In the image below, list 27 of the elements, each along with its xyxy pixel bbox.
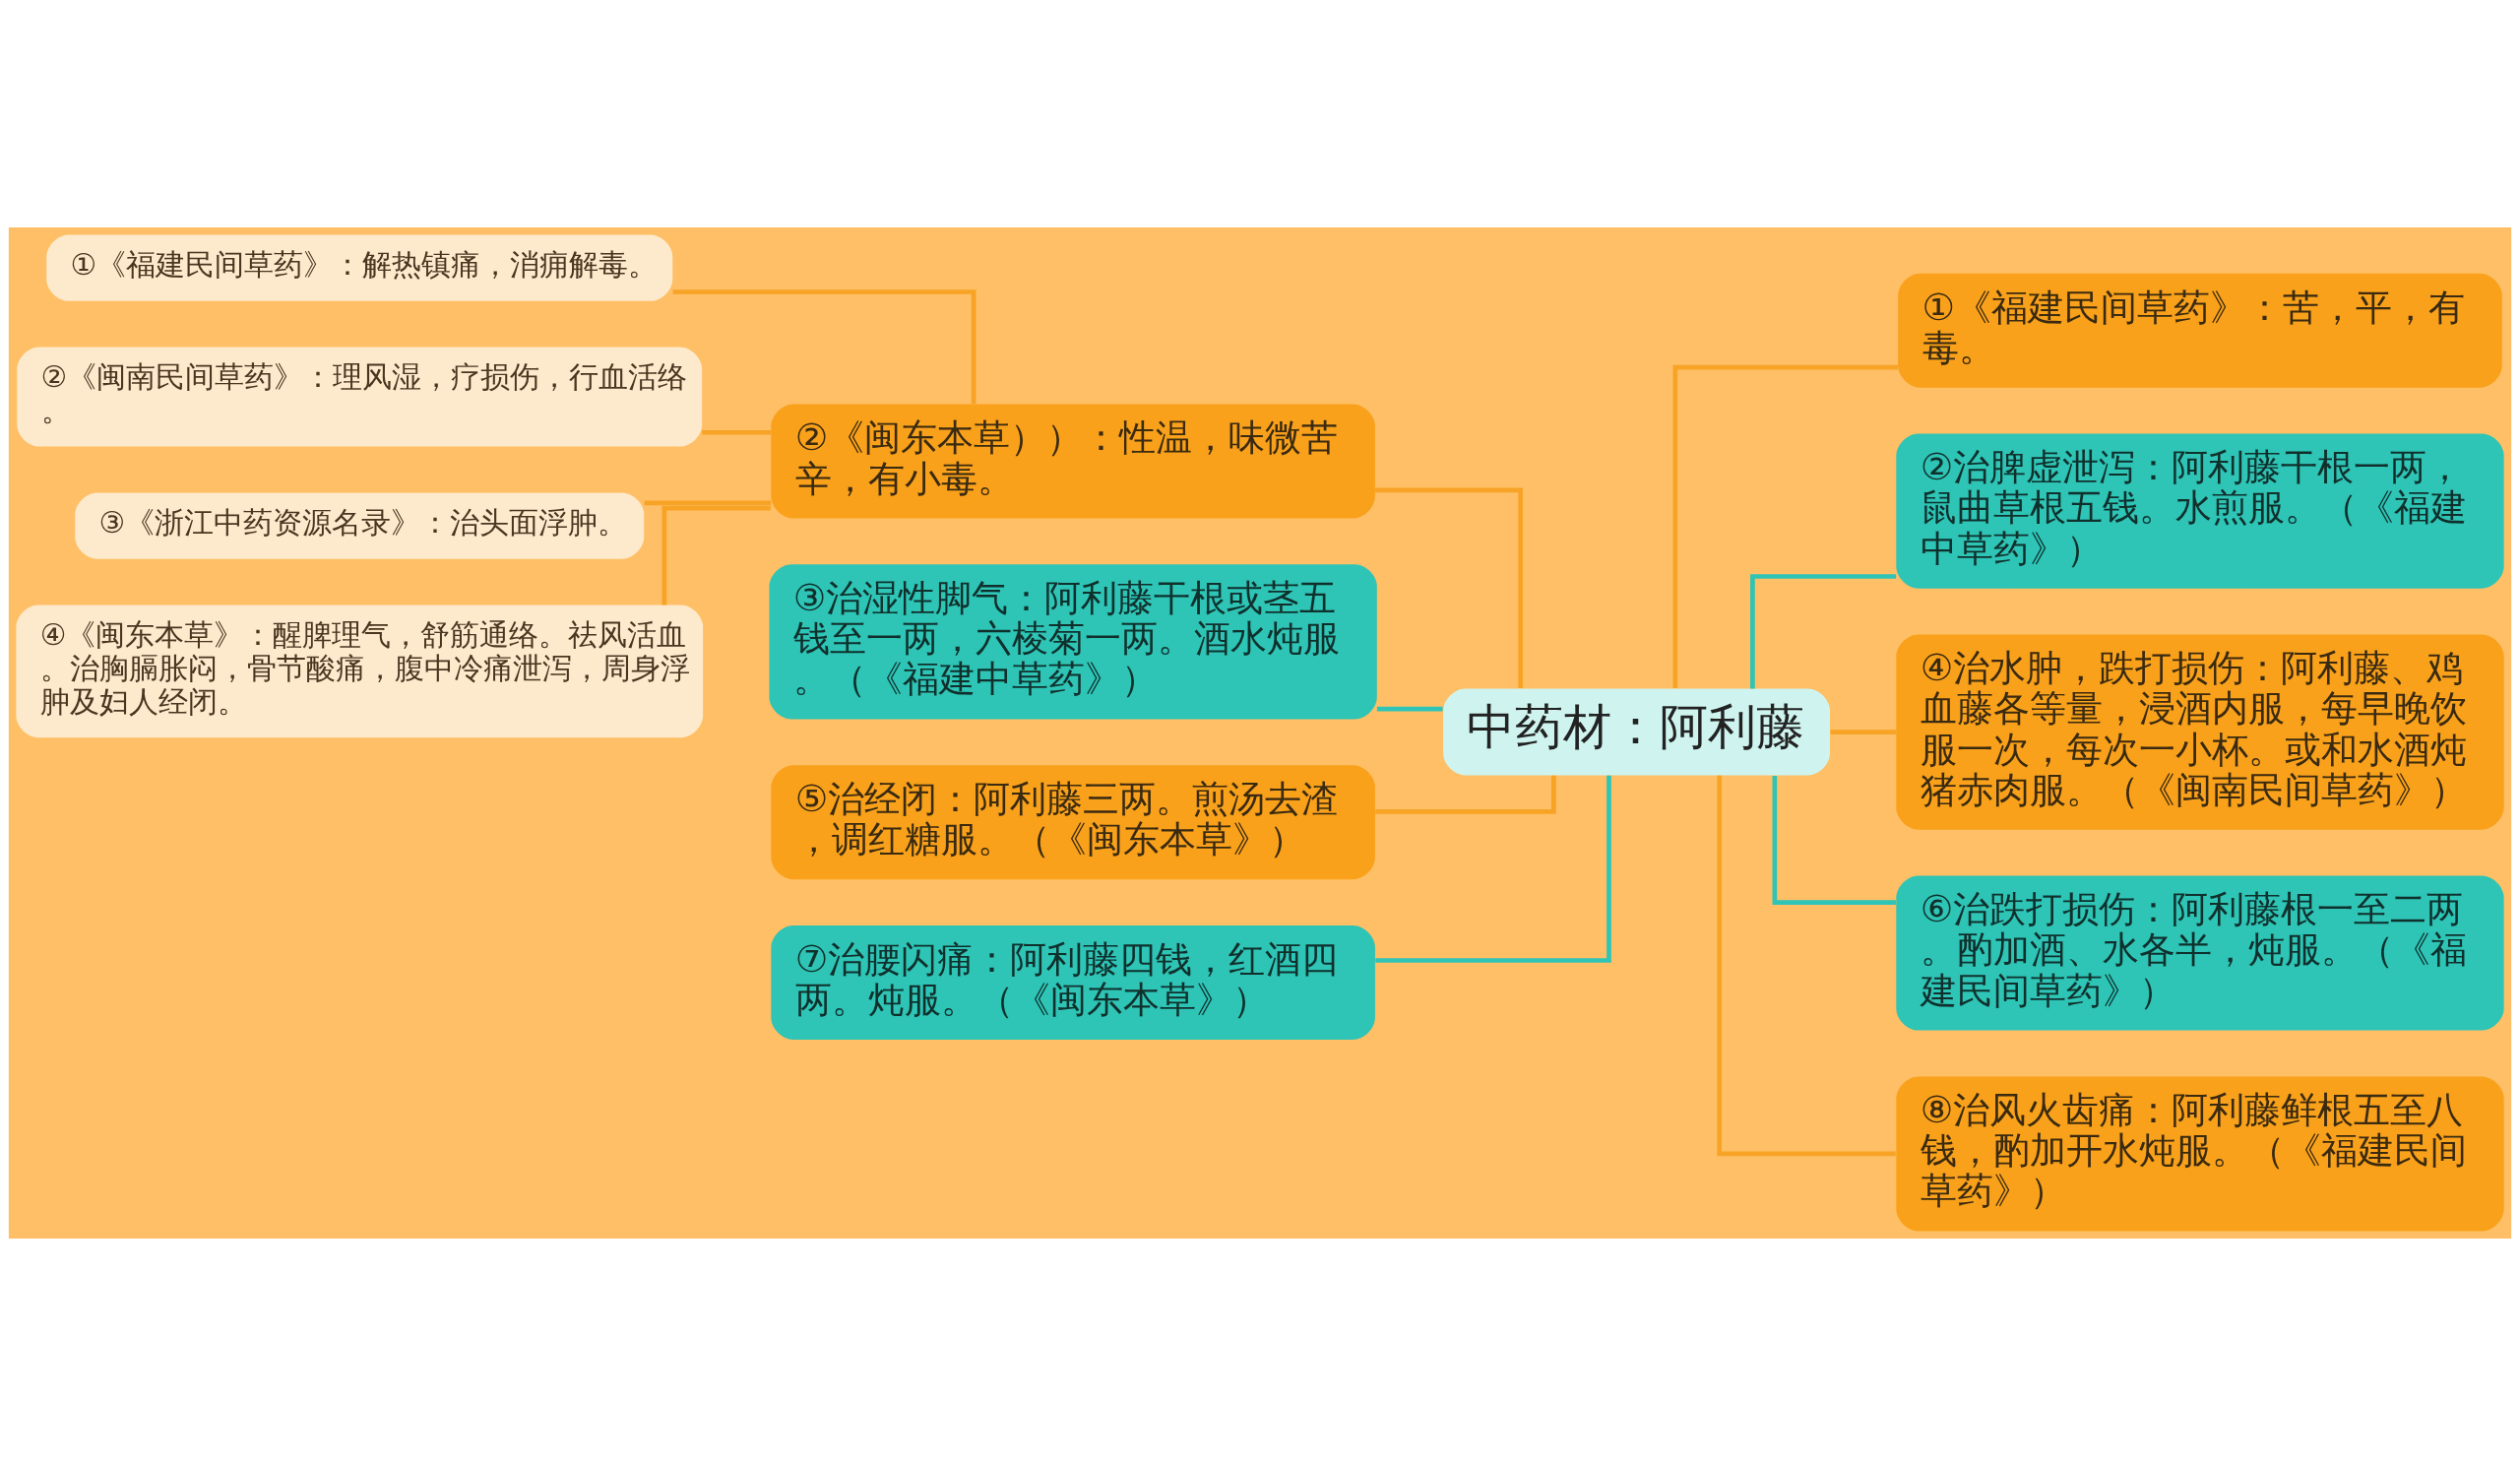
node-box: ①《福建民间草药》：苦，平，有毒。 [1898, 273, 2502, 388]
node-box: ⑦治腰闪痛：阿利藤四钱，红酒四两。炖服。（《闽东本草》） [771, 924, 1375, 1040]
connector [644, 500, 772, 505]
connector [1376, 706, 1443, 711]
node-box: 中药材：阿利藤 [1443, 688, 1830, 776]
connector [702, 429, 772, 435]
node-box: ②《闽南民间草药》：理风湿，疗损伤，行血活络。 [17, 347, 703, 447]
node-box: ②《闽东本草））：性温，味微苦辛，有小毒。 [771, 404, 1375, 519]
node-box: ④《闽东本草》：醒脾理气，舒筋通络。祛风活血。治胸膈胀闷，骨节酸痛，腹中冷痛泄泻，周身浮肿及妇人经闭。 [16, 605, 704, 737]
connector [672, 288, 976, 404]
connector [1772, 775, 1897, 905]
node-box: ③《浙江中药资源名录》：治头面浮肿。 [75, 491, 645, 559]
node-box: ④治水肿，跌打损伤：阿利藤、鸡血藤各等量，浸酒内服，每早晚饮服一次，每次一小杯。或和水酒炖猪赤肉服。（《闽南民间草药》） [1896, 633, 2504, 830]
connector [1717, 775, 1896, 1156]
connector [1375, 775, 1611, 963]
node-box: ⑥治跌打损伤：阿利藤根一至二两。酌加酒、水各半，炖服。（《福建民间草药》） [1896, 875, 2504, 1031]
node-box: ③治湿性脚气：阿利藤干根或茎五钱至一两，六棱菊一两。酒水炖服。（《福建中草药》） [769, 563, 1377, 719]
connector [1830, 729, 1897, 734]
node-box: ⑧治风火齿痛：阿利藤鲜根五至八钱，酌加开水炖服。（《福建民间草药》） [1896, 1075, 2504, 1231]
connector [662, 505, 771, 605]
node-box: ⑤治经闭：阿利藤三两。煎汤去渣，调红糖服。（《闽东本草》） [771, 764, 1375, 879]
node-box: ②治脾虚泄泻：阿利藤干根一两，鼠曲草根五钱。水煎服。（《福建中草药》） [1896, 433, 2504, 589]
connector [1375, 775, 1556, 814]
connector [1672, 364, 1898, 688]
connector [1375, 487, 1524, 688]
node-box: ①《福建民间草药》：解热镇痛，消痈解毒。 [46, 234, 673, 301]
connector [1750, 573, 1897, 689]
